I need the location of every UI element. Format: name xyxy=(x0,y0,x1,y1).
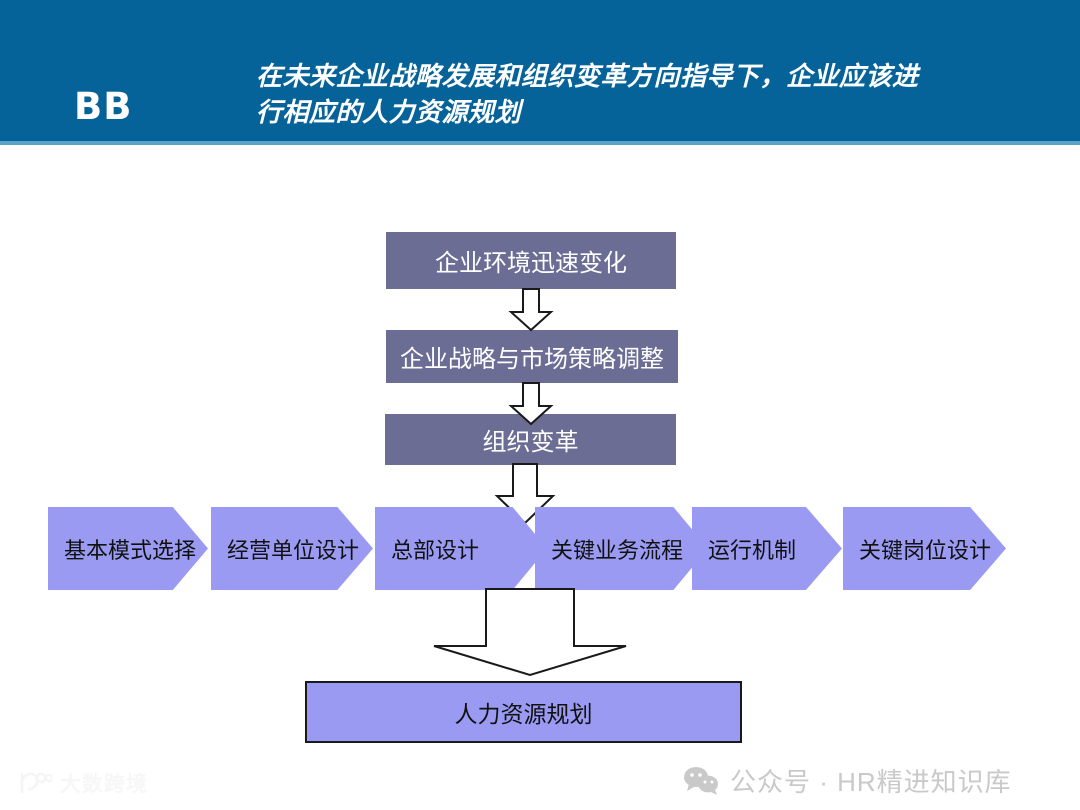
chevron-label: 关键岗位设计 xyxy=(859,538,992,564)
brand-logo: BB xyxy=(74,85,133,128)
wechat-icon xyxy=(684,766,718,795)
chevron-key-position-design: 关键岗位设计 xyxy=(843,507,1006,590)
chevron-headquarters-design: 总部设计 xyxy=(375,507,547,590)
chevron-basic-model-selection: 基本模式选择 xyxy=(48,507,208,590)
chevron-label: 基本模式选择 xyxy=(64,538,197,564)
down-arrow-icon-result xyxy=(433,588,627,677)
chevron-label: 关键业务流程 xyxy=(551,538,684,564)
result-box-hr-planning: 人力资源规划 xyxy=(305,681,742,743)
page-title-line-1: 在未来企业战略发展和组织变革方向指导下，企业应该进 xyxy=(256,62,919,92)
watermark-right-text: 公众号 · HR精进知识库 xyxy=(730,767,1012,797)
chevron-label: 经营单位设计 xyxy=(227,538,360,564)
flow-box-environment: 企业环境迅速变化 xyxy=(386,232,676,289)
dashu-logo-icon xyxy=(20,772,52,794)
page-title: 在未来企业战略发展和组织变革方向指导下，企业应该进 行相应的人力资源规划 xyxy=(256,59,1046,131)
chevron-label: 总部设计 xyxy=(391,538,480,564)
watermark-right: 公众号 · HR精进知识库 xyxy=(683,762,1012,799)
chevron-key-business-process: 关键业务流程 xyxy=(535,507,708,590)
page-title-line-2: 行相应的人力资源规划 xyxy=(256,98,522,128)
watermark-left-text: 大数跨境 xyxy=(60,772,148,796)
down-arrow-icon-2 xyxy=(508,382,554,426)
chevron-label: 运行机制 xyxy=(708,538,797,564)
down-arrow-icon-1 xyxy=(508,288,554,332)
watermark-left: 大数跨境 xyxy=(18,768,148,798)
header-band xyxy=(0,0,1080,141)
header-underline xyxy=(0,141,1080,145)
chevron-business-unit-design: 经营单位设计 xyxy=(211,507,373,590)
flow-box-strategy: 企业战略与市场策略调整 xyxy=(386,330,678,383)
chevron-operating-mechanism: 运行机制 xyxy=(692,507,842,590)
